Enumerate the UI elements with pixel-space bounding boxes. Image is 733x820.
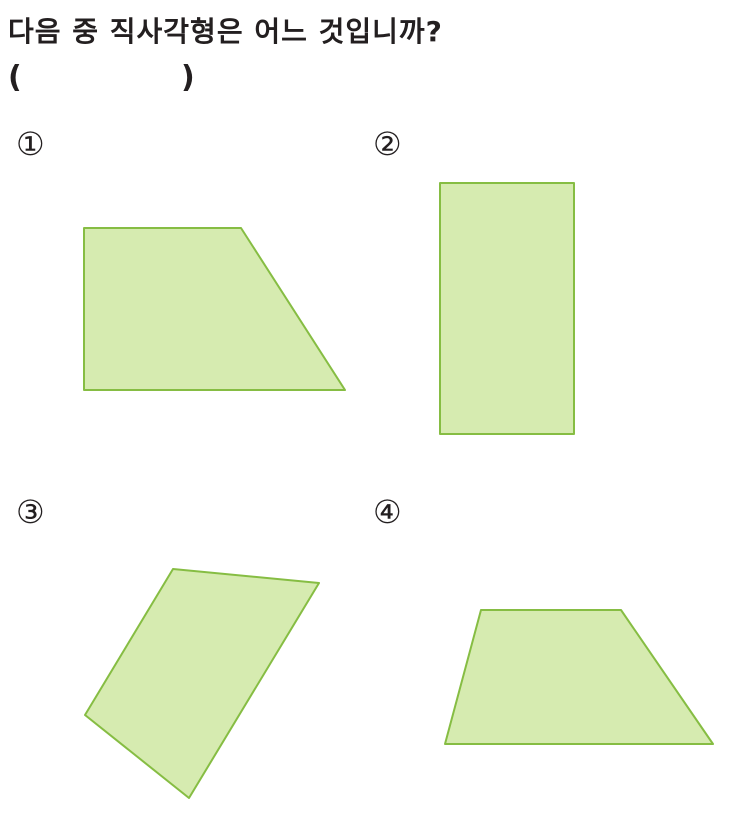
choice-4-shape[interactable] <box>444 609 714 745</box>
choice-2-number[interactable]: ② <box>373 125 402 163</box>
answer-paren-open: ( <box>8 60 22 95</box>
choice-2-shape[interactable] <box>439 182 575 435</box>
choice-3-shape[interactable] <box>84 568 320 799</box>
choice-3-number[interactable]: ③ <box>16 493 45 531</box>
question-text: 다음 중 직사각형은 어느 것입니까? <box>8 15 443 48</box>
choice-1-shape[interactable] <box>83 227 346 391</box>
choice-4-number[interactable]: ④ <box>373 493 402 531</box>
choice-1-number[interactable]: ① <box>16 125 45 163</box>
answer-paren-close: ) <box>181 60 195 95</box>
